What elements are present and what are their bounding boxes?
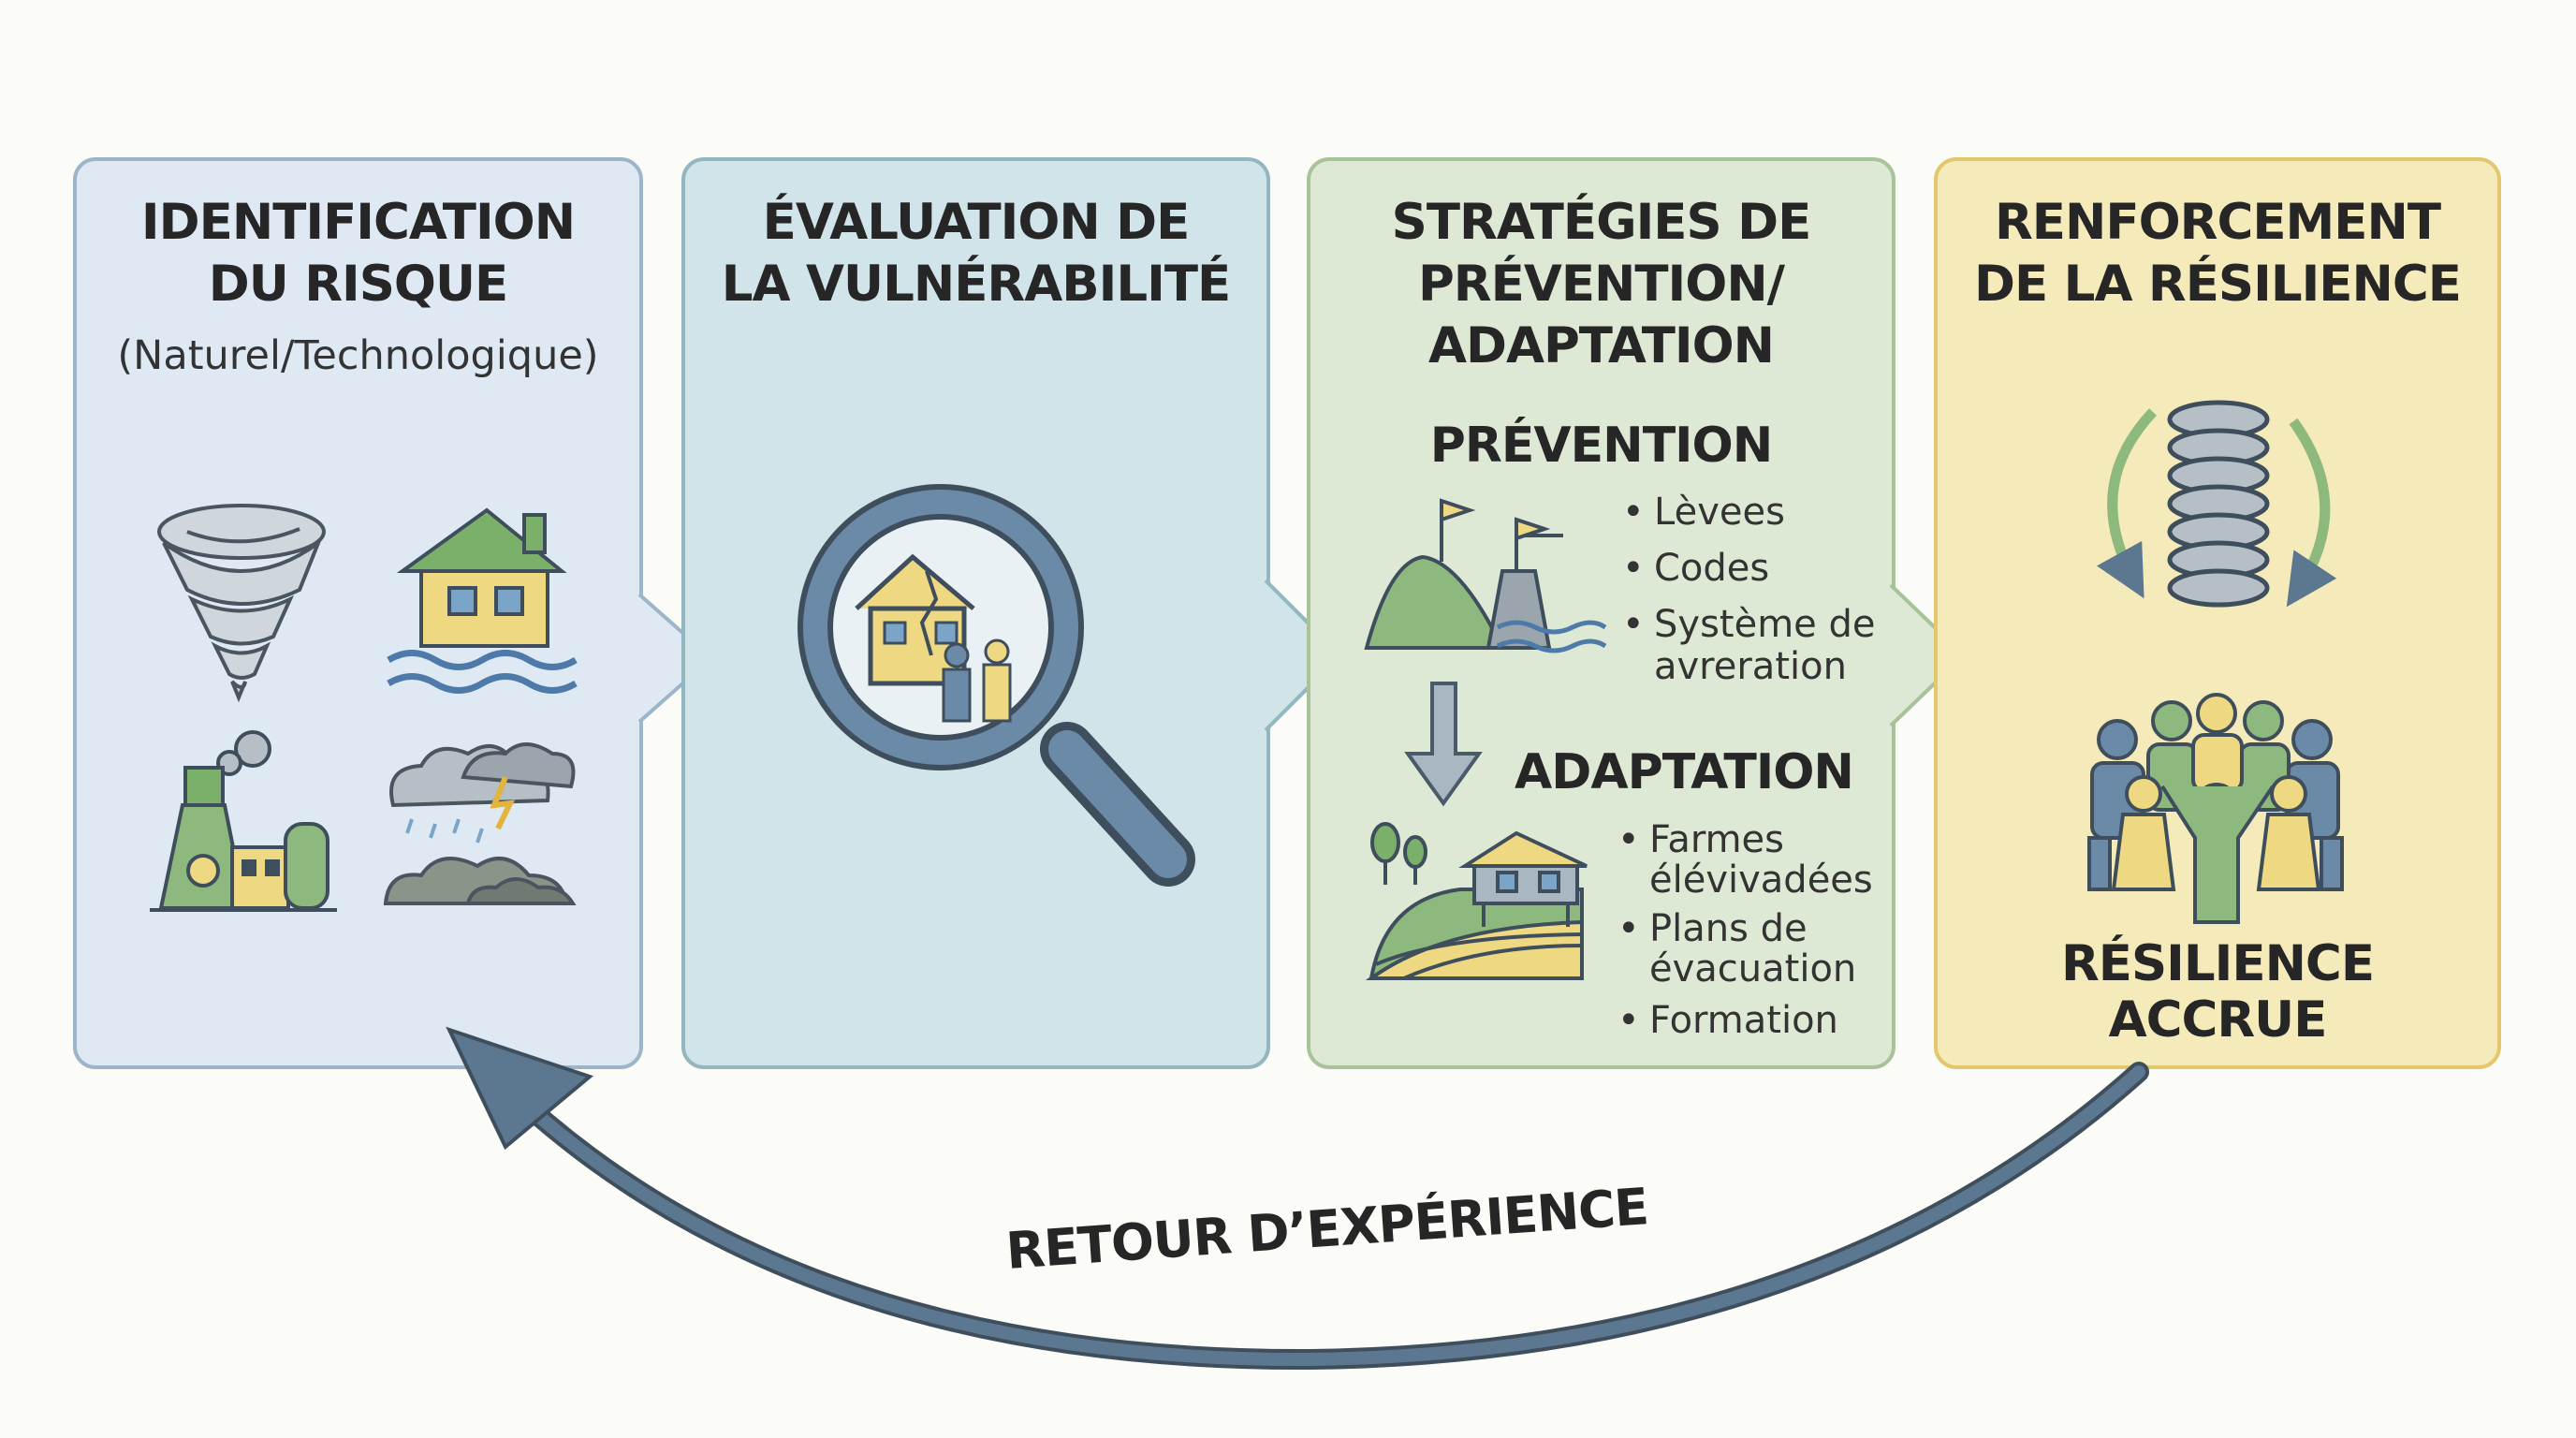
- adaptation-item-text: Plans de: [1649, 907, 1808, 950]
- adaptation-item: •Farmes: [1617, 818, 1785, 861]
- title-line: LA VULNÉRABILITÉ: [721, 256, 1231, 313]
- title-line: ÉVALUATION DE: [762, 194, 1191, 251]
- panel-strategies: [1307, 157, 1967, 1069]
- panel-strategies-title: STRATÉGIES DE PRÉVENTION/ ADAPTATION: [1309, 192, 1894, 377]
- prevention-heading: PRÉVENTION: [1429, 418, 1774, 474]
- result-line: ACCRUE: [2108, 991, 2328, 1049]
- title-line: ADAPTATION: [1427, 317, 1775, 374]
- magnifier-house-people-icon: [798, 484, 1195, 887]
- down-arrow-icon: [1404, 682, 1483, 807]
- panel-resilience: [1934, 157, 2501, 1069]
- prevention-item: •Lèvees: [1622, 491, 1785, 534]
- panel-resilience-title: RENFORCEMENT DE LA RÉSILIENCE: [1936, 192, 2499, 315]
- title-line: IDENTIFICATION: [140, 194, 576, 251]
- flooded-house-icon: [387, 507, 578, 694]
- adaptation-heading: ADAPTATION: [1515, 744, 1854, 800]
- prevention-item-text: Lèvees: [1654, 491, 1785, 534]
- panel-identification-subtitle: (Naturel/Technologique): [117, 332, 599, 379]
- title-line: RENFORCEMENT: [1995, 194, 2441, 251]
- spring-icon: [2097, 400, 2337, 608]
- title-line: DE LA RÉSILIENCE: [1974, 256, 2462, 313]
- adaptation-item: •Formation: [1617, 999, 1838, 1042]
- prevention-item: •Codes: [1622, 547, 1770, 590]
- prevention-item-text: Codes: [1654, 547, 1770, 590]
- result-line: RÉSILIENCE: [2060, 935, 2375, 992]
- storm-cloud-icon: [383, 742, 577, 905]
- community-icon: [2087, 693, 2344, 924]
- adaptation-item-text: Farmes: [1649, 818, 1785, 861]
- title-line: DU RISQUE: [208, 256, 508, 313]
- feedback-arrow: [446, 1026, 2149, 1371]
- tornado-icon: [157, 504, 326, 703]
- title-line: PRÉVENTION/: [1417, 256, 1785, 313]
- feedback-arrowhead: [446, 1026, 594, 1151]
- resilience-result-label: RÉSILIENCE ACCRUE: [1936, 936, 2499, 1049]
- adaptation-item-text: Formation: [1649, 999, 1838, 1042]
- title-line: STRATÉGIES DE: [1391, 194, 1812, 251]
- adaptation-item-continued: évacuation: [1649, 947, 1857, 990]
- elevated-farm-icon: [1365, 822, 1588, 980]
- adaptation-item: •Plans de: [1617, 907, 1808, 950]
- panel-evaluation-title: ÉVALUATION DE LA VULNÉRABILITÉ: [683, 192, 1268, 315]
- prevention-item-continued: avreration: [1654, 645, 1847, 688]
- levee-flags-icon: [1364, 498, 1607, 653]
- adaptation-item-continued: élévivadées: [1649, 858, 1873, 902]
- prevention-item-text: Système de: [1654, 603, 1876, 646]
- nuclear-plant-icon: [150, 730, 337, 912]
- prevention-item: •Système de: [1622, 603, 1876, 646]
- panel-identification-title: IDENTIFICATION DU RISQUE: [75, 192, 641, 315]
